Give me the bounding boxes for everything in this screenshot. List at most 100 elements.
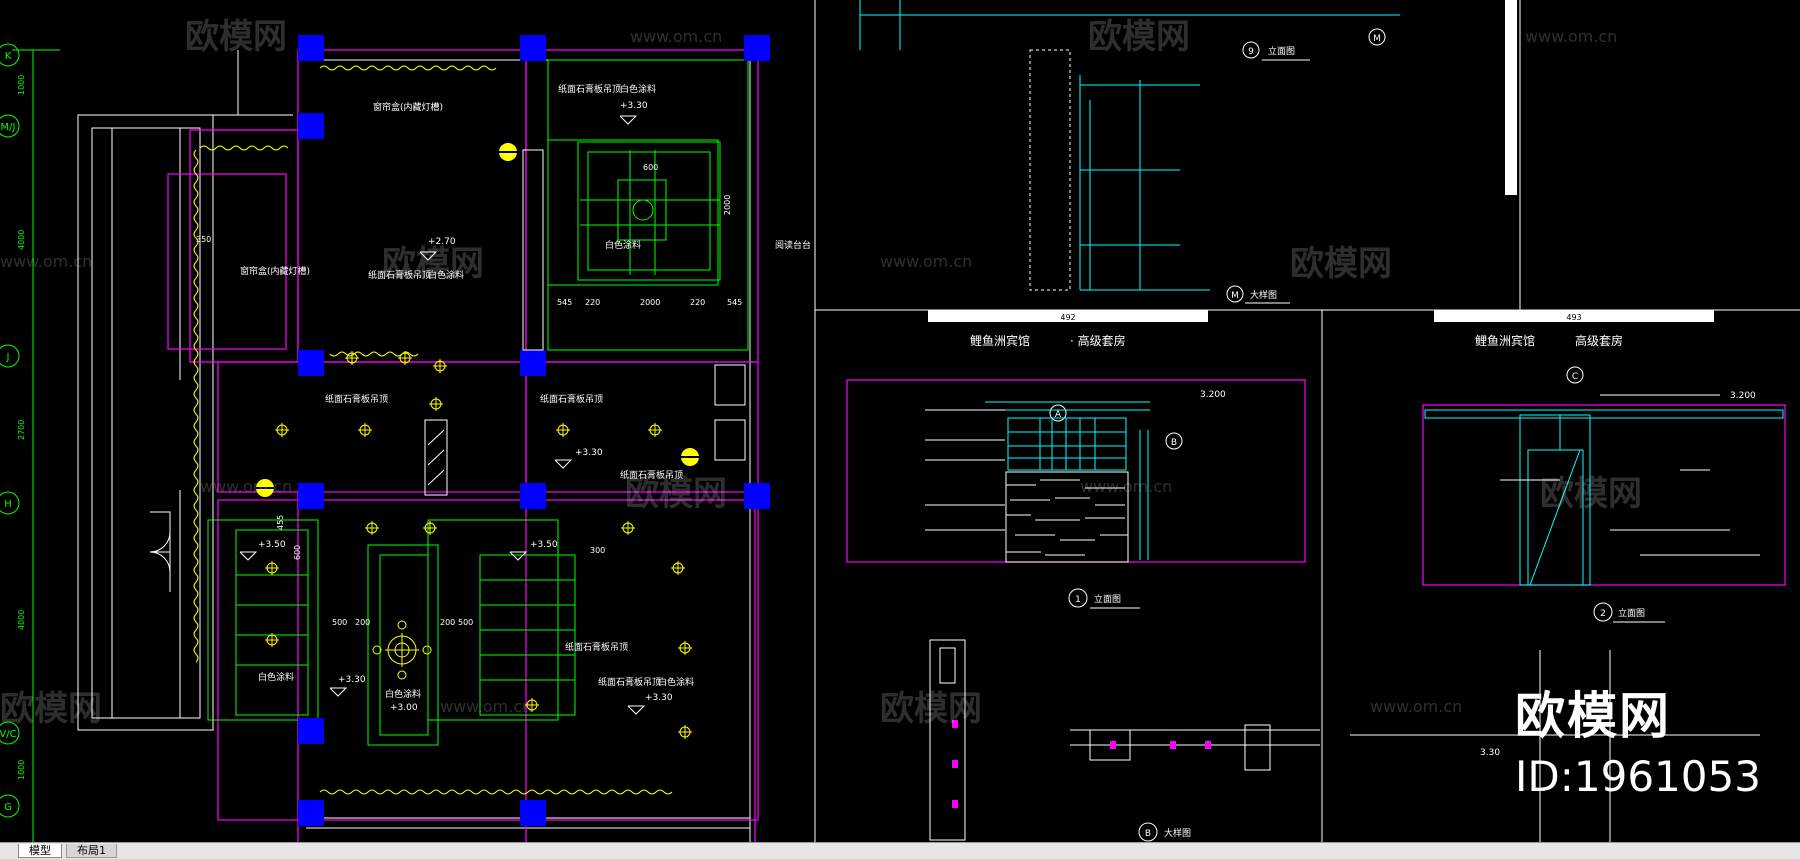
axis-label: K	[5, 51, 12, 62]
watermark-brand: 欧模网	[880, 689, 982, 729]
axis-label: J	[6, 352, 10, 363]
label-ceiling: 纸面石膏板吊顶	[598, 676, 661, 688]
svg-text:200: 200	[440, 618, 455, 627]
ceiling-outlines	[207, 59, 749, 746]
svg-text:2700: 2700	[17, 420, 26, 440]
svg-text:200: 200	[355, 618, 370, 627]
svg-text:220: 220	[585, 298, 600, 307]
label-ceiling: 纸面石膏板吊顶	[368, 269, 431, 281]
label-elev: +3.50	[530, 540, 558, 550]
watermark-url: www.om.cn	[630, 27, 722, 46]
svg-text:500: 500	[458, 618, 473, 627]
svg-text:4000: 4000	[17, 610, 26, 630]
watermark-brand: 欧模网	[625, 474, 727, 514]
label-elev: +3.00	[390, 703, 418, 713]
svg-text:2: 2	[1600, 609, 1606, 619]
watermark-url: www.om.cn	[200, 477, 292, 496]
label-ceiling: 纸面石膏板吊顶	[565, 641, 628, 653]
svg-text:大样图: 大样图	[1250, 289, 1277, 301]
svg-text:350: 350	[196, 235, 211, 244]
watermark-brand: 欧模网	[1088, 17, 1190, 57]
sheet-title: 鲤鱼洲宾馆	[970, 333, 1030, 348]
elevation-2-panels	[1424, 409, 1784, 586]
label-reading-counter: 阅读台台	[775, 239, 811, 251]
svg-text:9: 9	[1248, 47, 1254, 57]
elevation-sheets: 492 493 鲤鱼洲宾馆 · 高级套房 鲤鱼洲宾馆 高级套房	[814, 0, 1800, 842]
elevation-2-leaders	[1500, 394, 1760, 556]
room-outlines	[167, 49, 759, 842]
label-ceiling: 纸面石膏板吊顶	[558, 83, 621, 95]
svg-text:455: 455	[276, 515, 285, 530]
watermark-url: www.om.cn	[0, 252, 92, 271]
plan-text: 窗帘盒(内藏灯槽) 窗帘盒(内藏灯槽) 纸面石膏板吊顶 白色涂料 纸面石膏板吊顶…	[240, 83, 811, 713]
label-elev: +3.30	[645, 693, 673, 703]
svg-text:1: 1	[1075, 595, 1081, 605]
svg-text:600: 600	[293, 545, 302, 560]
tab-model[interactable]: 模型	[18, 844, 62, 858]
tab-layout1[interactable]: 布局1	[66, 844, 117, 858]
wardrobe	[149, 149, 746, 592]
svg-text:4000: 4000	[17, 230, 26, 250]
svg-text:1000: 1000	[17, 75, 26, 95]
detail-top	[859, 0, 1400, 291]
svg-text:M: M	[1373, 34, 1381, 44]
svg-text:2000: 2000	[640, 298, 660, 307]
label-elev: +3.30	[575, 448, 603, 458]
light-fixtures	[265, 351, 692, 739]
svg-text:B: B	[1145, 829, 1151, 839]
watermark-layer: 欧模网 欧模网 欧模网 欧模网 欧模网 欧模网 欧模网 欧模网 www.om.c…	[0, 17, 1642, 729]
label-elev: +3.30	[338, 675, 366, 685]
sheet-number: 493	[1566, 313, 1581, 322]
plan-dimensions: 545 220 2000 220 545 300 350 600 2000 50…	[196, 163, 742, 627]
label-ceiling: 纸面石膏板吊顶	[325, 393, 388, 405]
bubble-letters: 9 M M 1 2 B A B C	[1055, 34, 1606, 839]
axis-dimensions: 1000 4000 2700 4000 1000	[17, 75, 26, 780]
elevation-marks	[239, 115, 646, 715]
svg-text:立面图: 立面图	[1268, 45, 1295, 57]
elevation-1-stone	[1005, 471, 1129, 563]
elevation-1-window	[985, 401, 1150, 560]
svg-text:545: 545	[727, 298, 742, 307]
svg-text:1000: 1000	[17, 760, 26, 780]
label-elev: +3.50	[258, 540, 286, 550]
svg-text:3.200: 3.200	[1730, 391, 1756, 401]
axis-label: G	[4, 802, 12, 813]
detail-markers	[952, 720, 1211, 808]
watermark-brand: 欧模网	[185, 17, 287, 57]
watermark-id: ID:1961053	[1515, 752, 1761, 801]
svg-text:立面图: 立面图	[1618, 607, 1645, 619]
floor-plan: K M/J J H V/C G 1000 4000 2700 4000 1000	[0, 35, 811, 842]
svg-text:3.30: 3.30	[1480, 748, 1500, 758]
sheet-title: 鲤鱼洲宾馆	[1475, 333, 1535, 348]
wall-lamps	[256, 143, 699, 497]
watermark-url: www.om.cn	[1525, 27, 1617, 46]
axis-label: M/J	[1, 122, 16, 133]
axis-label: V/C	[0, 729, 17, 740]
watermark-big-brand: 欧模网	[1515, 687, 1671, 745]
watermark-url: www.om.cn	[440, 697, 532, 716]
sheet-number: 492	[1060, 313, 1075, 322]
svg-text:A: A	[1055, 410, 1062, 420]
watermark-brand: 欧模网	[0, 689, 102, 729]
label-curtain-box: 窗帘盒(内藏灯槽)	[373, 101, 443, 113]
svg-text:500: 500	[332, 618, 347, 627]
label-paint: 白色涂料	[620, 83, 656, 95]
svg-text:3.200: 3.200	[1200, 390, 1226, 400]
layout-tab-bar: 模型 布局1	[0, 842, 1800, 859]
svg-text:M: M	[1231, 291, 1239, 301]
watermark-brand: 欧模网	[1540, 474, 1642, 514]
label-paint: 白色涂料	[605, 239, 641, 251]
svg-text:立面图: 立面图	[1094, 593, 1121, 605]
label-paint: 白色涂料	[385, 688, 421, 700]
svg-text:300: 300	[590, 546, 605, 555]
label-elev: +3.30	[620, 101, 648, 111]
svg-text:600: 600	[643, 163, 658, 172]
svg-text:545: 545	[557, 298, 572, 307]
svg-text:大样图: 大样图	[1164, 827, 1191, 839]
label-paint: 白色涂料	[258, 671, 294, 683]
label-ceiling: 纸面石膏板吊顶	[620, 469, 683, 481]
watermark-brand: 欧模网	[382, 244, 484, 284]
view-titles: 立面图 大样图 立面图 立面图 大样图 3.200 3.200 3.30	[1094, 45, 1756, 839]
title-underlines	[1090, 59, 1665, 623]
